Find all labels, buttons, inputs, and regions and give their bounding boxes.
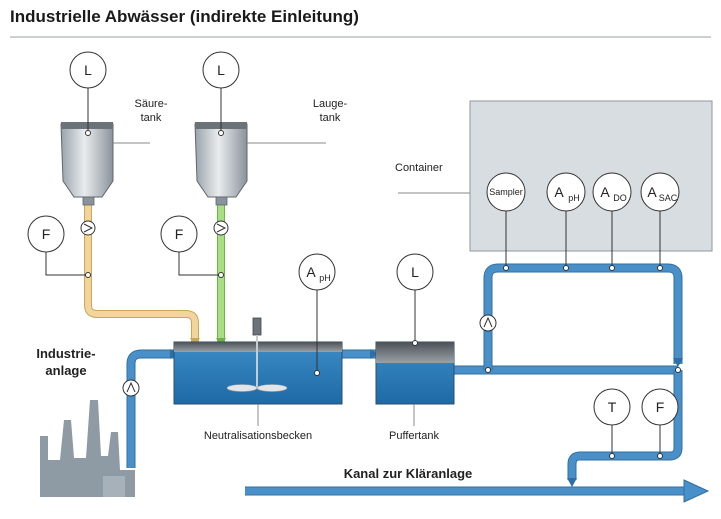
buffer-inlet-arrow [370, 349, 378, 359]
container-label: Container [395, 162, 443, 174]
sac-analyzer[interactable]: A SAC [640, 172, 680, 212]
industry-label-line2: anlage [45, 363, 86, 378]
channel-label: Kanal zur Kläranlage [344, 466, 473, 481]
industry-label-line1: Industrie- [36, 346, 95, 361]
level-sensor-acid[interactable]: L [69, 51, 107, 89]
svg-text:A: A [647, 184, 657, 200]
svg-text:A: A [306, 264, 316, 280]
connection-dots [85, 130, 681, 459]
svg-text:A: A [554, 184, 564, 200]
inflow-pump-icon [122, 379, 140, 397]
instrument-lines [45, 88, 661, 456]
inflow-pipe [127, 350, 174, 468]
base-tank-label-line2: tank [320, 112, 341, 124]
acid-pipe [85, 202, 198, 345]
outlet-downpipe [568, 370, 682, 480]
sampler[interactable]: Sampler [486, 172, 526, 212]
svg-text:F: F [175, 226, 184, 242]
do-analyzer[interactable]: A DO [592, 172, 632, 212]
acid-tank-label-line2: tank [141, 112, 162, 124]
loop-return-arrow [673, 358, 683, 367]
acid-tank-label-line1: Säure- [134, 98, 167, 110]
temperature-sensor[interactable]: T [593, 388, 631, 426]
svg-text:DO: DO [613, 193, 627, 203]
basin-label: Neutralisationsbecken [204, 430, 312, 442]
ph-analyzer-container[interactable]: A pH [546, 172, 586, 212]
ph-analyzer-basin[interactable]: A pH [298, 253, 336, 291]
svg-text:SAC: SAC [659, 193, 678, 203]
flow-sensor-base[interactable]: F [160, 215, 198, 253]
base-pump-icon [213, 220, 229, 236]
acid-pump-icon [80, 220, 96, 236]
svg-text:A: A [600, 184, 610, 200]
buffer-tank-label: Puffertank [389, 430, 439, 442]
svg-text:L: L [411, 264, 419, 280]
base-tank-label-line1: Lauge- [313, 98, 348, 110]
svg-text:Sampler: Sampler [489, 187, 523, 197]
loop-pump-icon [479, 314, 497, 332]
level-sensor-base[interactable]: L [202, 51, 240, 89]
flow-sensor-acid[interactable]: F [27, 215, 65, 253]
level-sensor-buffer[interactable]: L [396, 253, 434, 291]
channel-arrow [683, 479, 710, 503]
acid-tank [60, 122, 114, 206]
flow-sensor-outlet[interactable]: F [641, 388, 679, 426]
buffer-tank [375, 341, 455, 405]
page-title: Industrielle Abwässer (indirekte Einleit… [10, 7, 359, 26]
downpipe-arrow [567, 478, 577, 487]
svg-text:L: L [84, 62, 92, 78]
svg-text:L: L [217, 62, 225, 78]
factory-icon [40, 400, 135, 497]
svg-text:T: T [608, 399, 617, 415]
svg-text:F: F [42, 226, 51, 242]
svg-text:pH: pH [568, 193, 580, 203]
svg-text:F: F [656, 399, 665, 415]
sample-loop-pipe [484, 264, 682, 370]
svg-text:pH: pH [319, 273, 331, 283]
